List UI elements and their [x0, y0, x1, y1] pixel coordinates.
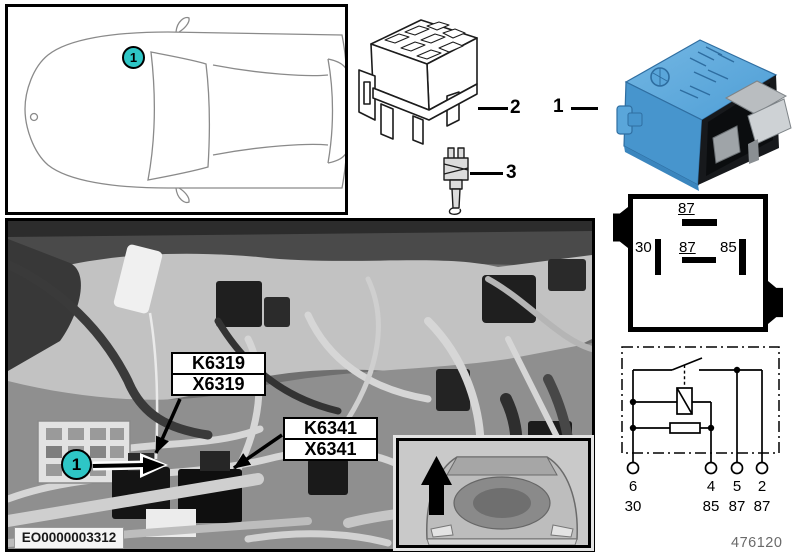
relay-circuit-schematic: 6 4 5 2 30 85 87 87 [621, 346, 780, 515]
terminal-6-circuit: 30 [625, 498, 642, 515]
relay-photo [616, 39, 792, 191]
k6319-label: K6319 X6319 [171, 352, 266, 396]
pin-diagram-right-tab [768, 281, 783, 324]
photo-callout-number: 1 [71, 454, 82, 474]
pin-slot-30 [655, 239, 661, 275]
car-callout-circle: 1 [122, 46, 145, 69]
terminal-4-number: 4 [707, 478, 715, 495]
terminal-2-number: 2 [758, 478, 766, 495]
callout-line-3 [470, 172, 503, 175]
terminal-6-number: 6 [629, 478, 637, 495]
relay-holder-drawing [358, 19, 478, 145]
car-callout-number: 1 [129, 50, 138, 65]
k6341-label-arrow [233, 433, 283, 470]
callout-number-3: 3 [506, 162, 517, 183]
terminal-4-circuit: 85 [703, 498, 720, 515]
terminal-5-circuit: 87 [729, 498, 746, 515]
photo-arrows-overlay [92, 398, 283, 478]
pin-slot-85 [739, 239, 746, 275]
k6319-relay-code: K6319 [171, 352, 266, 375]
k6341-relay-code: K6341 [283, 417, 378, 440]
socket-pin-drawing [443, 147, 469, 215]
k6319-label-arrow [154, 398, 182, 454]
callout-line-2 [478, 107, 508, 110]
pin-label-85: 85 [720, 239, 737, 256]
callout-line-1 [571, 107, 598, 110]
pin-label-87-center: 87 [679, 239, 696, 256]
schematic-boundary [621, 346, 780, 454]
terminal-5-number: 5 [733, 478, 741, 495]
photo-callout-circle: 1 [61, 449, 92, 480]
callout-number-2: 2 [510, 97, 521, 118]
hood-location-inset [396, 438, 591, 548]
engine-bay-photo-panel: 1 K6319 X6319 K6341 X6341 EO0000003312 [5, 218, 595, 552]
x6319-connector-code: X6319 [171, 373, 266, 396]
pin-slot-87-top [682, 219, 717, 226]
k6341-label: K6341 X6341 [283, 417, 378, 461]
terminal-2-circuit: 87 [754, 498, 771, 515]
pin-diagram-left-tab [613, 207, 628, 248]
x6341-connector-code: X6341 [283, 438, 378, 461]
pin-label-87-top: 87 [678, 200, 695, 217]
document-number: 476120 [731, 535, 783, 551]
pin-diagram: 87 30 87 85 [613, 194, 783, 332]
engine-bay-photo [8, 221, 592, 549]
hood-inset-image [399, 441, 588, 545]
pin-slot-87-center [682, 257, 716, 263]
callout-number-1: 1 [553, 96, 564, 117]
inset-up-arrow [421, 456, 452, 515]
car-outline-drawing [24, 16, 345, 204]
photo-watermark: EO0000003312 [14, 527, 124, 549]
car-location-panel: 1 [5, 4, 348, 215]
callout-arrow-to-relay [92, 453, 168, 478]
pin-label-30: 30 [635, 239, 652, 256]
